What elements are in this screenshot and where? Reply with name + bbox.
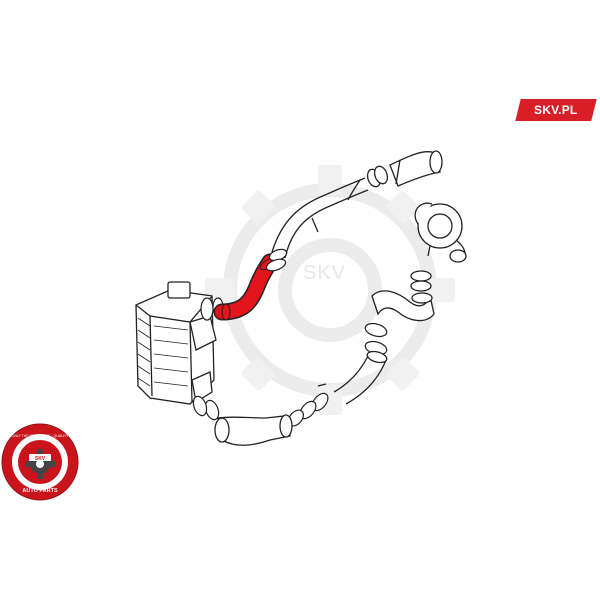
lower-charge-pipe	[317, 350, 388, 405]
clamp	[265, 258, 287, 272]
gear-teeth-watermark	[205, 165, 455, 415]
brand-label: SKV.PL	[534, 103, 578, 117]
lower-turbo-hose	[371, 270, 435, 322]
upper-charge-pipe	[268, 177, 369, 262]
skv-seal-logo: SKV AUTO PARTS ONLY THE BEST PRICE · QUA…	[1, 423, 79, 501]
svg-text:ONLY THE BEST PRICE · QUALITY: ONLY THE BEST PRICE · QUALITY	[12, 434, 70, 438]
brand-badge[interactable]: SKV.PL	[515, 99, 597, 121]
watermark-text: SKV	[303, 262, 347, 284]
svg-text:SKV: SKV	[35, 456, 46, 462]
svg-text:AUTO PARTS: AUTO PARTS	[22, 488, 58, 494]
clamp	[192, 395, 220, 421]
turbocharger	[414, 202, 467, 263]
upper-turbo-hose	[366, 150, 443, 188]
bottom-hose	[214, 414, 293, 446]
clamp	[288, 392, 329, 427]
